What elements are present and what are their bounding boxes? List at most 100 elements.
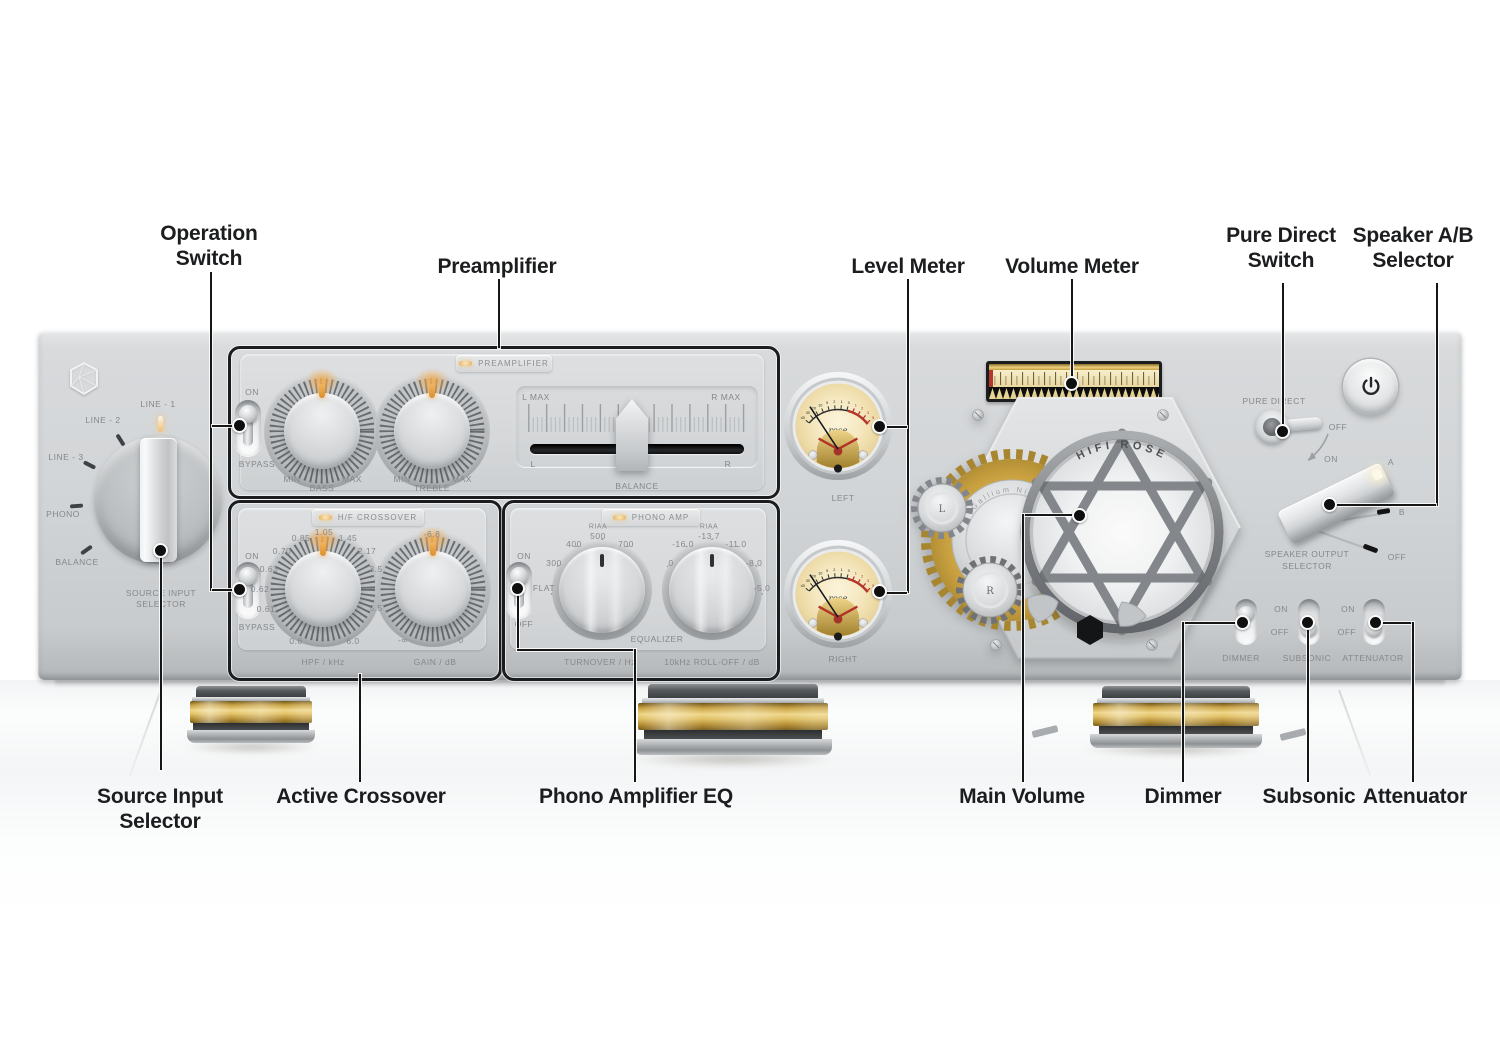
callout-label-dimmer: Dimmer [1144, 785, 1222, 808]
rolloff-scale-value: -5.0 [753, 583, 771, 593]
rolloff-knob[interactable] [662, 540, 762, 640]
rolloff-scale-value: -13.7 [698, 531, 720, 541]
crossover-tab-label: H/F CROSSOVER [337, 513, 418, 522]
foot-gold-band [637, 703, 829, 731]
volume-meter-red-mark [989, 370, 993, 387]
pure-direct-on-label: ON [1324, 454, 1338, 464]
knob-indicator [430, 542, 436, 556]
svg-text:10: 10 [818, 403, 822, 407]
knob-indicator [319, 384, 325, 398]
volume-meter-gear-rack [989, 387, 1159, 399]
svg-text:3: 3 [867, 579, 869, 583]
turnover-knob[interactable] [552, 540, 652, 640]
knob-indicator [429, 384, 435, 398]
hpf-knob[interactable] [265, 526, 381, 647]
crossover-operation-toggle[interactable] [235, 562, 261, 618]
turnover-unit-label: TURNOVER / Hz [564, 657, 636, 667]
equalizer-label: EQUALIZER [630, 634, 684, 644]
svg-text:1: 1 [855, 403, 857, 407]
svg-text:2: 2 [833, 400, 835, 404]
vu-face-group: rose [808, 406, 869, 469]
foot-dark-ring [193, 723, 309, 731]
foot-left [187, 686, 315, 743]
callout-dot-subsonic [1300, 615, 1315, 630]
phono-outline-box [502, 500, 780, 681]
svg-text:20: 20 [812, 575, 816, 579]
treble-knob[interactable] [374, 368, 490, 489]
foot-lip [192, 697, 310, 702]
svg-text:0: 0 [848, 401, 850, 405]
foot-top-ring [195, 686, 307, 698]
turnover-scale-value: 400 [566, 539, 582, 549]
hpf-scale-value: 0.6 [289, 636, 303, 646]
crossover-led-icon [318, 515, 332, 520]
preamp-tab: PREAMPLIFIER [456, 355, 552, 372]
attenuator-on-label: ON [1341, 604, 1355, 614]
svg-text:30: 30 [806, 579, 810, 583]
foot-gold-band [1093, 702, 1259, 727]
foot-base [187, 730, 315, 743]
bass-label: BASS [309, 483, 335, 493]
subsonic-off-label: OFF [1270, 627, 1290, 637]
callout-label-source-input: Source Input Selector [97, 785, 223, 833]
bass-knob[interactable] [264, 368, 380, 489]
meter-left-label: LEFT [831, 493, 855, 503]
svg-text:L: L [939, 504, 946, 515]
source-option-phono: PHONO [46, 509, 80, 519]
source-knob-handle[interactable] [140, 438, 177, 562]
foot-base [634, 739, 832, 755]
balance-rmax-label: R MAX [711, 392, 741, 402]
hifi-rose-emblem-icon [70, 361, 98, 396]
balance-handle-wrap[interactable] [616, 399, 648, 471]
callout-line-operation-branch2 [212, 589, 236, 591]
pure-direct-off-label: OFF [1328, 422, 1348, 432]
svg-text:2: 2 [861, 407, 863, 411]
bass-min-label: MIN [283, 474, 301, 484]
callout-dot-crossover-switch [232, 582, 247, 597]
svg-text:5: 5 [872, 416, 874, 420]
main-volume-wheel[interactable]: HIFI ROSE [1020, 428, 1224, 636]
hpf-scale-value: 6.0 [346, 636, 360, 646]
hpf-scale-value: 0.61 [256, 604, 276, 614]
callout-dot-right-meter [872, 584, 887, 599]
foot-top-ring [647, 684, 819, 699]
callout-dot-attenuator [1368, 615, 1383, 630]
source-option-balance: BALANCE [55, 557, 99, 567]
subsonic-panel-label: SUBSONIC [1283, 653, 1331, 663]
toggle-stem [243, 419, 253, 446]
balance-label: BALANCE [615, 481, 659, 491]
volume-meter-gold-bar [989, 364, 1159, 370]
speaker-b-label: B [1398, 507, 1406, 517]
svg-text:2: 2 [861, 575, 863, 579]
balance-r-label: R [724, 459, 732, 469]
gear-right-channel: R [956, 556, 1024, 624]
callout-line-active-crossover [359, 674, 361, 782]
callout-line-attenuator-h [1377, 622, 1413, 624]
callout-label-pure-direct: Pure Direct Switch [1226, 224, 1336, 272]
callout-line-main-volume-v [1022, 514, 1024, 782]
svg-text:30: 30 [806, 411, 810, 415]
callout-dot-main-volume [1072, 508, 1087, 523]
callout-label-attenuator: Attenuator [1362, 785, 1468, 808]
foot-shadow [182, 740, 320, 754]
foot-gold-band [189, 701, 313, 724]
callout-line-level-meter [907, 279, 909, 593]
power-icon [1362, 376, 1380, 395]
gain-knob[interactable] [375, 526, 491, 647]
pure-direct-label: PURE DIRECT [1242, 396, 1306, 406]
speaker-selector-label: SELECTOR [1282, 561, 1332, 571]
callout-line-source-input [160, 552, 162, 770]
callout-dot-volume-meter [1064, 376, 1079, 391]
callout-line-speaker-ab-branch [1334, 504, 1436, 506]
callout-label-preamplifier: Preamplifier [437, 255, 557, 278]
rolloff-riaa-label: RIAA [699, 523, 719, 531]
phono-tab-label: PHONO AMP [631, 513, 690, 522]
rolloff-scale-value: 0 [668, 558, 674, 568]
callout-line-attenuator-v [1412, 622, 1414, 782]
foot-lip [1096, 698, 1256, 703]
speaker-off-label: OFF [1387, 552, 1407, 562]
svg-text:10: 10 [818, 571, 822, 575]
power-button[interactable] [1343, 359, 1398, 414]
toggle-stem [243, 581, 253, 608]
